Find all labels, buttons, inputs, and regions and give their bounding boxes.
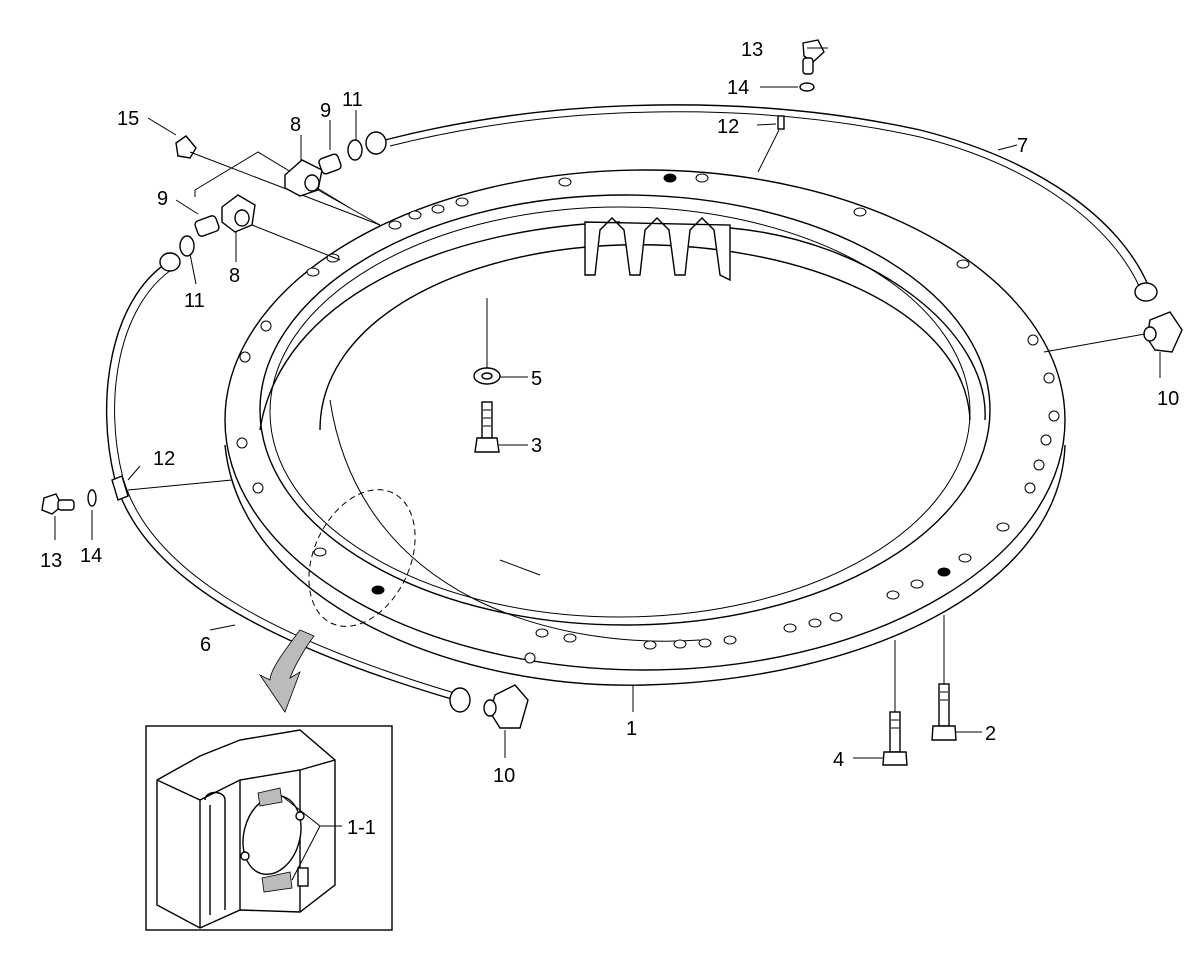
detail-callout <box>258 489 416 713</box>
small-parts-upper <box>756 39 825 173</box>
fitting-10-bottom <box>483 684 529 758</box>
label-1-1: 1-1 <box>347 817 376 839</box>
fitting-10-right <box>1043 311 1183 378</box>
label-14-upper: 14 <box>727 77 749 99</box>
label-9-upper: 9 <box>320 100 331 122</box>
label-10-right: 10 <box>1157 388 1179 410</box>
label-4: 4 <box>833 749 844 771</box>
bolt-holes <box>236 173 1060 664</box>
label-11-left: 11 <box>184 290 205 312</box>
bolt-4 <box>853 640 908 766</box>
part-labels: 1 1-1 2 3 4 5 6 7 8 8 9 9 10 10 11 11 12… <box>40 39 1179 839</box>
lubrication-pipe-7 <box>365 104 1158 302</box>
label-12-upper: 12 <box>717 116 739 138</box>
label-6: 6 <box>200 634 211 656</box>
lubrication-pipe-6 <box>105 252 471 713</box>
label-13-left: 13 <box>40 550 62 572</box>
label-13-upper: 13 <box>741 39 763 61</box>
upper-fittings-group <box>175 135 381 285</box>
detail-inset <box>145 725 393 931</box>
label-9-left: 9 <box>157 188 168 210</box>
label-14-left: 14 <box>80 545 102 567</box>
label-10-bottom: 10 <box>493 765 515 787</box>
label-11-upper: 11 <box>342 89 363 111</box>
slewing-ring <box>224 169 1066 686</box>
washer-5 <box>473 298 528 385</box>
label-8-upper: 8 <box>290 114 301 136</box>
bolt-2 <box>931 615 982 741</box>
label-8-left: 8 <box>229 265 240 287</box>
label-7: 7 <box>1017 135 1028 157</box>
label-5: 5 <box>531 368 542 390</box>
bolt-3 <box>474 401 528 453</box>
label-2: 2 <box>985 723 996 745</box>
leader-lines <box>147 47 828 262</box>
label-1: 1 <box>626 718 637 740</box>
label-3: 3 <box>531 435 542 457</box>
label-12-left: 12 <box>153 448 175 470</box>
label-15: 15 <box>117 108 139 130</box>
small-parts-left <box>41 465 233 540</box>
